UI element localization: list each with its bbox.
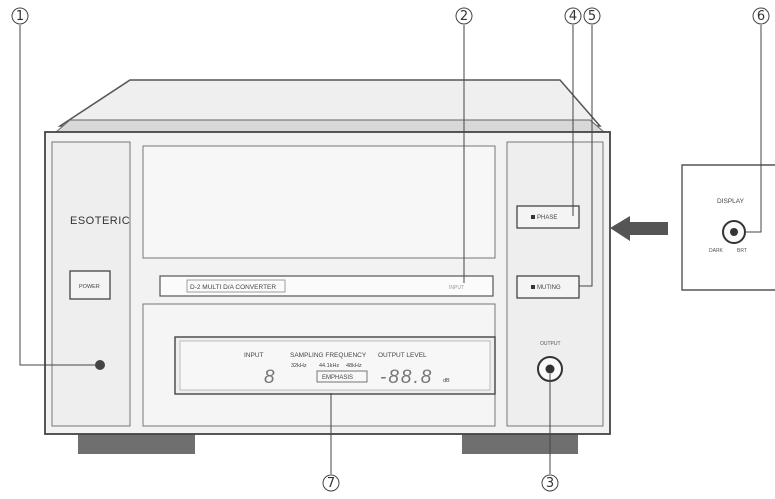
left-foot bbox=[78, 434, 195, 454]
display-input-label: INPUT bbox=[244, 352, 264, 359]
brand-logo: ESOTERIC bbox=[70, 215, 130, 227]
model-strip bbox=[159, 275, 494, 297]
phase-button[interactable] bbox=[516, 205, 580, 229]
display-level-unit: dB bbox=[443, 378, 450, 384]
callout-6-circle bbox=[752, 7, 770, 25]
callout-7-circle bbox=[322, 474, 340, 492]
callout-2-circle bbox=[455, 7, 473, 25]
callout-6: 6 bbox=[757, 9, 765, 24]
callout-3: 3 bbox=[546, 476, 554, 491]
muting-button[interactable] bbox=[516, 275, 580, 299]
display-freq-441: 44.1kHz bbox=[319, 363, 339, 369]
callout-4-circle bbox=[564, 7, 582, 25]
callout-2: 2 bbox=[460, 9, 468, 24]
display-input-digit: 8 bbox=[264, 367, 275, 388]
input-indicator-label: INPUT bbox=[449, 285, 464, 291]
display-bright-label: BRT bbox=[737, 248, 747, 254]
callout-4: 4 bbox=[569, 9, 577, 24]
callout-3-circle bbox=[541, 474, 559, 492]
display-level-digits: -88.8 bbox=[380, 367, 433, 388]
direction-arrow-icon bbox=[610, 216, 668, 241]
display-knob-center bbox=[730, 228, 738, 236]
output-knob-center bbox=[545, 364, 555, 374]
display-sampling-label: SAMPLING FREQUENCY bbox=[290, 352, 367, 359]
phase-led-icon bbox=[531, 215, 535, 219]
callout-1-circle bbox=[11, 7, 29, 25]
display-panel-frame bbox=[681, 164, 775, 291]
display-emphasis-box bbox=[316, 370, 368, 383]
model-label-box bbox=[186, 279, 286, 293]
power-button[interactable] bbox=[69, 270, 111, 300]
callout-7: 7 bbox=[327, 476, 335, 491]
display-freq-32: 32kHz bbox=[291, 363, 307, 369]
muting-led-icon bbox=[531, 285, 535, 289]
right-foot bbox=[462, 434, 578, 454]
top-lid-bevel bbox=[54, 119, 606, 133]
power-button-label: POWER bbox=[79, 284, 100, 290]
output-knob-label: OUTPUT bbox=[540, 341, 561, 347]
callout-5: 5 bbox=[588, 9, 596, 24]
standby-indicator bbox=[95, 360, 105, 370]
leader-line-6 bbox=[745, 25, 762, 233]
leader-line-1 bbox=[19, 25, 96, 366]
display-output-label: OUTPUT LEVEL bbox=[378, 352, 427, 359]
callout-1: 1 bbox=[16, 9, 24, 24]
leader-line-5 bbox=[579, 25, 593, 287]
phase-button-label: PHASE bbox=[537, 215, 557, 221]
muting-button-label: MUTING bbox=[537, 285, 561, 291]
display-panel-title: DISPLAY bbox=[717, 198, 745, 205]
callout-5-circle bbox=[583, 7, 601, 25]
display-emphasis: EMPHASIS bbox=[322, 375, 353, 381]
top-lid bbox=[57, 79, 602, 127]
display-dark-label: DARK bbox=[709, 248, 724, 254]
display-freq-48: 48kHz bbox=[346, 363, 362, 369]
center-upper-panel bbox=[142, 145, 496, 259]
model-label: D-2 MULTI D/A CONVERTER bbox=[190, 284, 276, 291]
